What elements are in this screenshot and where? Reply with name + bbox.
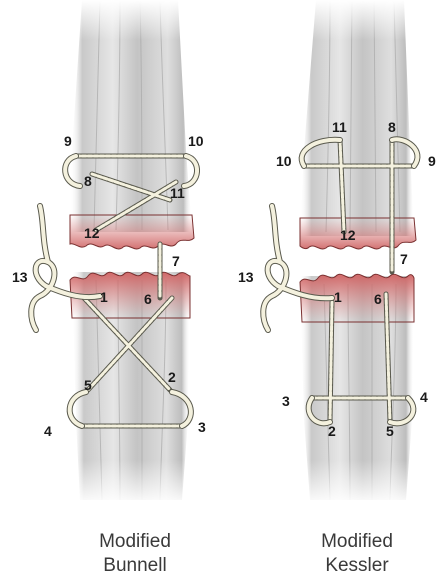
kessler-panel: 11 8 10 9 12 7 13 1 6 3 2 5 4 (238, 0, 438, 505)
label-4: 4 (44, 423, 52, 439)
label-4: 4 (420, 389, 428, 405)
bunnell-panel: 9 10 8 11 12 7 13 1 6 5 2 4 3 (12, 0, 210, 505)
label-3: 3 (282, 393, 290, 409)
label-7: 7 (172, 253, 180, 269)
label-1: 1 (100, 289, 108, 305)
caption-line-2: Kessler (282, 554, 432, 578)
label-11: 11 (332, 119, 347, 135)
label-8: 8 (388, 119, 396, 135)
label-9: 9 (428, 153, 436, 169)
bunnell-caption: Modified Bunnell (60, 530, 210, 578)
caption-line-1: Modified (60, 530, 210, 554)
label-1: 1 (334, 289, 342, 305)
label-10: 10 (188, 133, 204, 149)
label-3: 3 (198, 419, 206, 435)
caption-line-1: Modified (282, 530, 432, 554)
label-12: 12 (84, 225, 100, 241)
label-9: 9 (64, 133, 72, 149)
label-12: 12 (340, 227, 356, 243)
label-10: 10 (276, 153, 292, 169)
proximal-rupture-edge (300, 218, 416, 249)
caption-line-2: Bunnell (60, 554, 210, 578)
label-8: 8 (84, 173, 92, 189)
label-13: 13 (238, 269, 254, 285)
label-6: 6 (374, 291, 382, 307)
label-13: 13 (12, 269, 28, 285)
label-5: 5 (386, 423, 394, 439)
label-5: 5 (84, 377, 92, 393)
label-2: 2 (168, 369, 176, 385)
label-6: 6 (144, 291, 152, 307)
label-7: 7 (400, 251, 408, 267)
label-2: 2 (328, 423, 336, 439)
kessler-caption: Modified Kessler (282, 530, 432, 578)
label-11: 11 (170, 185, 185, 201)
